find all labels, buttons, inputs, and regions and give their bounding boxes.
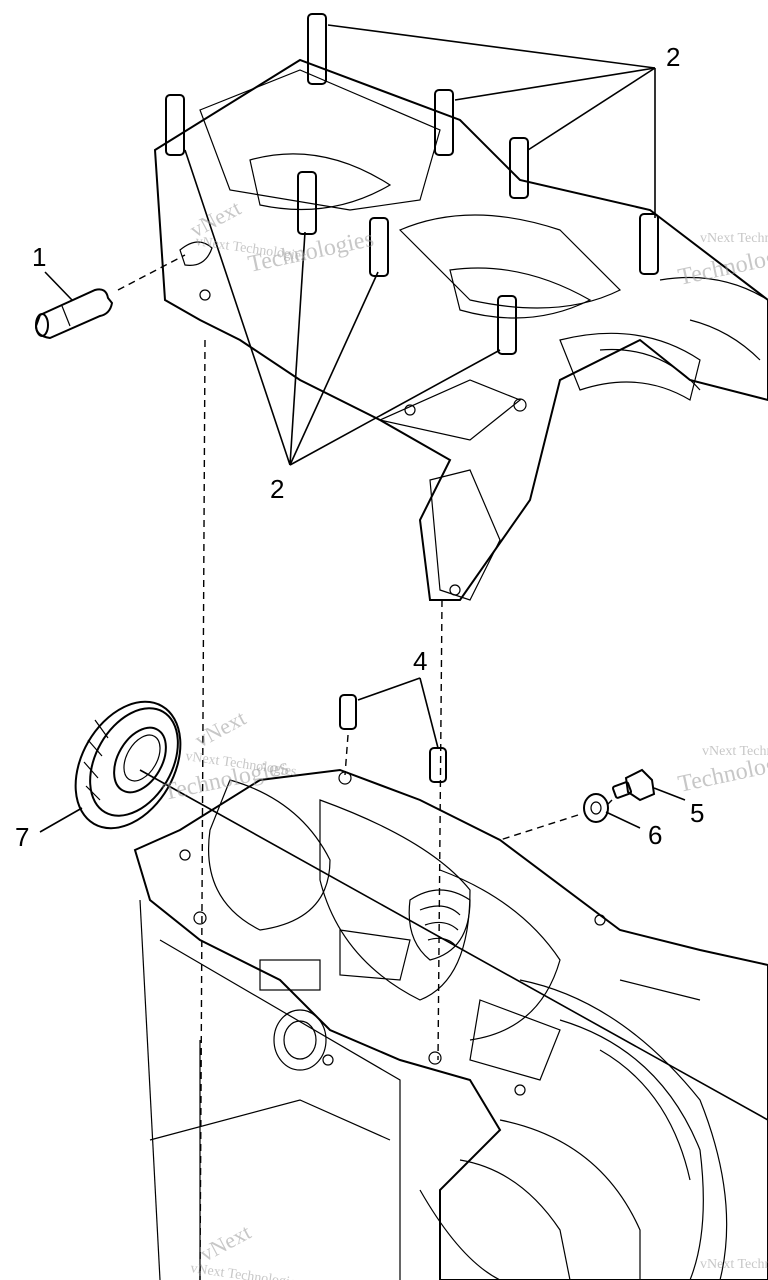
callout-2-top: 2 xyxy=(666,42,680,72)
lower-crankcase xyxy=(133,768,768,1280)
washer-part-6 xyxy=(583,793,609,823)
alignment-lines xyxy=(117,254,768,1280)
watermark-text: vNext Technologies xyxy=(702,744,768,759)
dowel-sleeve-part-1 xyxy=(34,288,114,340)
callout-5: 5 xyxy=(690,798,704,828)
cylinder-studs xyxy=(165,13,659,355)
callout-7: 7 xyxy=(15,822,29,852)
leader-lines xyxy=(39,24,686,833)
callout-2-middle: 2 xyxy=(270,474,284,504)
dowel-pins-part-4 xyxy=(339,694,447,783)
callout-4: 4 xyxy=(413,646,427,676)
callout-6: 6 xyxy=(648,820,662,850)
watermark-text: Technologies xyxy=(676,239,768,291)
drain-bolt-part-5 xyxy=(611,768,656,802)
watermark-text: vNext xyxy=(196,1219,255,1266)
callout-1: 1 xyxy=(32,242,46,272)
watermark-text: vNext xyxy=(186,195,245,242)
watermark-text: vNext Technologies xyxy=(700,1257,768,1272)
oil-seal-part-7 xyxy=(74,700,182,830)
watermark-text: vNext xyxy=(191,705,250,752)
upper-crankcase xyxy=(153,58,768,601)
watermark-text: vNext Technologies xyxy=(700,231,768,246)
watermarks: vNext Technologies Technologies vNext vN… xyxy=(161,195,768,1280)
